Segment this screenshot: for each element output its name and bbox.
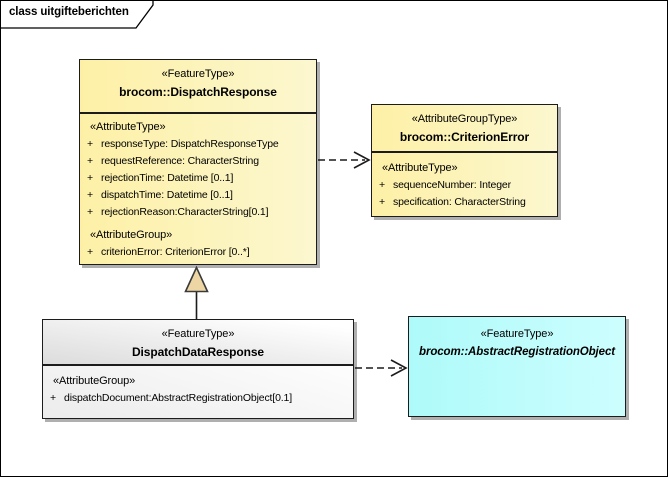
attributes-compartment: «AttributeType» + sequenceNumber: Intege… bbox=[372, 153, 557, 211]
visibility: + bbox=[87, 205, 93, 218]
attribute-row: + rejectionReason:CharacterString[0.1] bbox=[80, 204, 316, 221]
attribute-text: dispatchDocument:AbstractRegistrationObj… bbox=[64, 391, 292, 404]
visibility: + bbox=[50, 391, 56, 404]
class-abstract-registration-object[interactable]: «FeatureType» brocom::AbstractRegistrati… bbox=[408, 316, 626, 417]
attribute-text: sequenceNumber: Integer bbox=[393, 178, 511, 191]
class-header: «FeatureType» brocom::DispatchResponse bbox=[80, 60, 316, 114]
attribute-row: + dispatchDocument:AbstractRegistrationO… bbox=[43, 390, 353, 407]
dependency-connector-criterion-error[interactable] bbox=[318, 151, 371, 169]
visibility: + bbox=[379, 178, 385, 191]
attribute-row: + criterionError: CriterionError [0..*] bbox=[80, 244, 316, 261]
dependency-connector-abstract-registration-object[interactable] bbox=[355, 359, 408, 377]
visibility: + bbox=[87, 154, 93, 167]
class-name: brocom::AbstractRegistrationObject bbox=[419, 346, 615, 358]
section-label: «AttributeType» bbox=[382, 161, 458, 174]
attributes-compartment: «AttributeType» + responseType: Dispatch… bbox=[80, 114, 316, 261]
visibility: + bbox=[87, 188, 93, 201]
attribute-row: + responseType: DispatchResponseType bbox=[80, 136, 316, 153]
class-name: brocom::DispatchResponse bbox=[119, 85, 277, 99]
section-label: «AttributeGroup» bbox=[90, 228, 173, 241]
stereotype-label: «FeatureType» bbox=[480, 328, 554, 340]
class-header: «AttributeGroupType» brocom::CriterionEr… bbox=[372, 105, 557, 153]
attribute-text: dispatchTime: Datetime [0..1] bbox=[101, 188, 233, 201]
visibility: + bbox=[87, 137, 93, 150]
section-label: «AttributeType» bbox=[90, 120, 166, 133]
visibility: + bbox=[87, 245, 93, 258]
attributes-compartment: «AttributeGroup» + dispatchDocument:Abst… bbox=[43, 366, 353, 407]
stereotype-label: «AttributeGroupType» bbox=[411, 113, 518, 125]
visibility: + bbox=[87, 171, 93, 184]
stereotype-label: «FeatureType» bbox=[161, 68, 235, 80]
attribute-text: criterionError: CriterionError [0..*] bbox=[101, 245, 250, 258]
class-dispatch-data-response[interactable]: «FeatureType» DispatchDataResponse «Attr… bbox=[42, 319, 354, 419]
class-header: «FeatureType» DispatchDataResponse bbox=[43, 320, 353, 366]
section-label: «AttributeGroup» bbox=[53, 374, 136, 387]
dependency-arrowhead bbox=[353, 151, 371, 169]
attribute-row: + requestReference: CharacterString bbox=[80, 153, 316, 170]
attribute-row: + specification: CharacterString bbox=[372, 194, 557, 211]
attribute-text: rejectionReason:CharacterString[0.1] bbox=[101, 205, 269, 218]
class-header: «FeatureType» brocom::AbstractRegistrati… bbox=[409, 317, 625, 361]
dependency-arrowhead bbox=[390, 359, 408, 377]
attribute-text: responseType: DispatchResponseType bbox=[101, 137, 279, 150]
class-name: brocom::CriterionError bbox=[399, 130, 530, 144]
stereotype-label: «FeatureType» bbox=[161, 328, 235, 340]
attribute-text: requestReference: CharacterString bbox=[101, 154, 259, 167]
visibility: + bbox=[379, 195, 385, 208]
class-dispatch-response[interactable]: «FeatureType» brocom::DispatchResponse «… bbox=[79, 59, 317, 265]
attribute-row: + rejectionTime: Datetime [0..1] bbox=[80, 170, 316, 187]
attribute-row: + dispatchTime: Datetime [0..1] bbox=[80, 187, 316, 204]
attribute-text: specification: CharacterString bbox=[393, 195, 526, 208]
generalization-connector[interactable] bbox=[184, 265, 209, 320]
attribute-text: rejectionTime: Datetime [0..1] bbox=[101, 171, 234, 184]
class-name: DispatchDataResponse bbox=[131, 345, 265, 359]
generalization-arrowhead bbox=[184, 265, 209, 293]
class-criterion-error[interactable]: «AttributeGroupType» brocom::CriterionEr… bbox=[371, 104, 558, 217]
attribute-row: + sequenceNumber: Integer bbox=[372, 177, 557, 194]
frame-title: class uitgifteberichten bbox=[9, 6, 129, 18]
